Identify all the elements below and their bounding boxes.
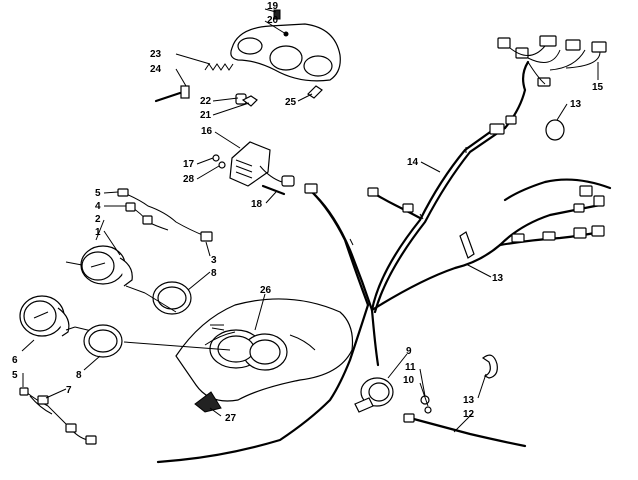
callout-18: 18 <box>251 199 263 210</box>
callout-13-bottom: 13 <box>463 395 475 406</box>
callout-27: 27 <box>225 413 237 424</box>
gauge-ring-upper <box>152 271 211 315</box>
speedo-cable <box>403 413 527 448</box>
callout-9: 9 <box>406 346 412 357</box>
callout-10: 10 <box>403 375 415 386</box>
ignition-switch <box>354 353 432 414</box>
callout-7: 7 <box>66 385 72 396</box>
callout-6: 6 <box>12 355 18 366</box>
callout-4: 4 <box>95 201 101 212</box>
callout-labels: 19 20 23 24 22 21 25 15 13 14 16 17 28 1… <box>12 1 604 424</box>
callout-12: 12 <box>463 409 475 420</box>
callout-8-lower: 8 <box>76 370 82 381</box>
speedometer-gauge <box>19 295 76 352</box>
callout-3: 3 <box>211 255 217 266</box>
callout-19: 19 <box>267 1 279 12</box>
callout-28: 28 <box>183 174 195 185</box>
callout-1: 1 <box>95 227 101 238</box>
callout-13-top: 13 <box>570 99 582 110</box>
voltage-regulator <box>196 131 295 204</box>
callout-14: 14 <box>407 157 419 168</box>
callout-17: 17 <box>183 159 195 170</box>
callout-25: 25 <box>285 97 297 108</box>
dashboard-console <box>175 293 354 417</box>
tachometer-gauge <box>65 245 146 294</box>
callout-21: 21 <box>200 110 212 121</box>
callout-11: 11 <box>405 362 416 373</box>
callout-15: 15 <box>592 82 604 93</box>
harness-leaders <box>420 62 599 399</box>
harness-connectors <box>304 35 607 379</box>
callout-23: 23 <box>150 49 162 60</box>
callout-2: 2 <box>95 214 101 225</box>
gauge-harness-left <box>95 188 213 257</box>
callout-22: 22 <box>200 96 212 107</box>
instrument-housing <box>230 9 341 82</box>
gauge-ring-lower <box>83 324 123 371</box>
callout-16: 16 <box>201 126 213 137</box>
callout-5-lower: 5 <box>12 370 18 381</box>
callout-24: 24 <box>150 64 162 75</box>
gauge-harness-lower <box>19 373 97 445</box>
callout-5-upper: 5 <box>95 188 101 199</box>
callout-8-upper: 8 <box>211 268 217 279</box>
callout-26: 26 <box>260 285 272 296</box>
callout-13-right: 13 <box>492 273 504 284</box>
mount-hardware <box>235 85 323 107</box>
spring-and-bolt <box>154 63 234 103</box>
top-leaders <box>175 8 313 116</box>
callout-20: 20 <box>267 15 279 26</box>
